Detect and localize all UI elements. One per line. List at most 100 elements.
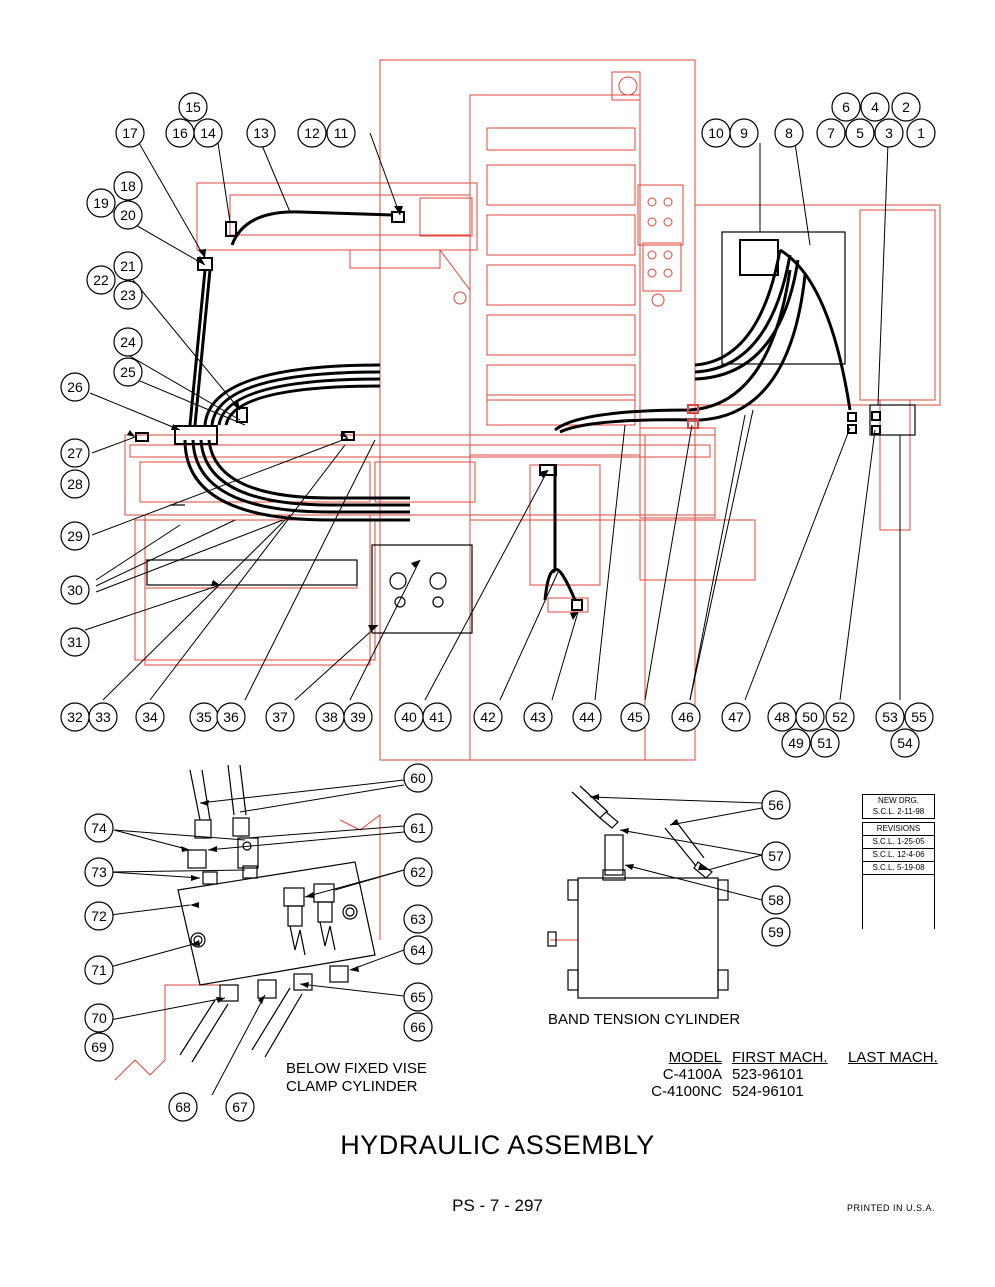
callout-circle: [831, 92, 861, 122]
callout-3: 3: [874, 118, 904, 148]
revision-entry: S.C.L. 1-25-05: [862, 835, 935, 849]
callout-circle: [403, 1012, 433, 1042]
callout-circle: [816, 118, 846, 148]
callout-32: 32: [60, 702, 90, 732]
callout-68: 68: [168, 1092, 198, 1122]
callout-15: 15: [178, 92, 208, 122]
callout-circle: [761, 917, 791, 947]
callout-circle: [671, 702, 701, 732]
callout-53: 53: [875, 702, 905, 732]
callout-number: 58: [768, 892, 784, 908]
page-number: PS - 7 - 297: [452, 1196, 543, 1215]
header-model: MODEL: [668, 1049, 722, 1066]
callout-number: 14: [200, 125, 216, 141]
callout-circle: [781, 728, 811, 758]
callout-circle: [891, 92, 921, 122]
callout-number: 21: [120, 258, 136, 274]
callout-circle: [761, 885, 791, 915]
callout-number: 31: [67, 634, 83, 650]
callout-number: 59: [768, 924, 784, 940]
callout-number: 22: [93, 272, 109, 288]
callout-50: 50: [795, 702, 825, 732]
callout-number: 37: [272, 709, 288, 725]
model-row: C-4100A 523-96101: [630, 1066, 958, 1083]
callout-57: 57: [761, 841, 791, 871]
callout-circle: [60, 438, 90, 468]
callout-number: 13: [253, 125, 269, 141]
callout-52: 52: [825, 702, 855, 732]
callout-number: 3: [885, 125, 893, 141]
callout-circle: [216, 702, 246, 732]
leader-lines: [84, 132, 901, 1096]
callout-circle: [135, 702, 165, 732]
callout-circle: [721, 702, 751, 732]
callout-circle: [904, 702, 934, 732]
drawing-title: HYDRAULIC ASSEMBLY: [340, 1130, 655, 1160]
callout-number: 11: [334, 125, 349, 141]
callout-circle: [84, 1032, 114, 1062]
callout-circle: [620, 702, 650, 732]
callout-circle: [246, 118, 276, 148]
callout-35: 35: [189, 702, 219, 732]
callout-circle: [845, 118, 875, 148]
callout-54: 54: [890, 728, 920, 758]
callout-number: 45: [627, 709, 643, 725]
callout-circle: [84, 955, 114, 985]
callout-circle: [84, 857, 114, 887]
callout-number: 39: [350, 709, 366, 725]
callout-circle: [403, 982, 433, 1012]
callout-number: 4: [871, 99, 879, 115]
callout-circle: [168, 1092, 198, 1122]
callout-7: 7: [816, 118, 846, 148]
callout-number: 62: [410, 864, 426, 880]
callout-number: 67: [232, 1099, 248, 1115]
callout-number: 69: [91, 1039, 107, 1055]
callout-13: 13: [246, 118, 276, 148]
callout-2: 2: [891, 92, 921, 122]
callout-circle: [523, 702, 553, 732]
vise-caption-line1: BELOW FIXED VISE: [286, 1060, 427, 1077]
callout-circle: [473, 702, 503, 732]
callout-4: 4: [860, 92, 890, 122]
callout-56: 56: [761, 790, 791, 820]
callout-71: 71: [84, 955, 114, 985]
callout-number: 2: [902, 99, 910, 115]
callout-number: 15: [185, 99, 201, 115]
first-mach: 523-96101: [732, 1066, 804, 1083]
callout-number: 44: [579, 709, 595, 725]
callout-circle: [115, 118, 145, 148]
callout-16: 16: [165, 118, 195, 148]
callout-circle: [403, 935, 433, 965]
callout-63: 63: [403, 904, 433, 934]
band-tension-caption: BAND TENSION CYLINDER: [548, 1011, 741, 1028]
valve-body: [177, 861, 376, 986]
callout-number: 34: [142, 709, 158, 725]
callout-number: 66: [410, 1019, 426, 1035]
control-valve: [721, 231, 846, 365]
callout-34: 34: [135, 702, 165, 732]
callout-circle: [165, 118, 195, 148]
revision-entry: S.C.L. 12-4-06: [862, 848, 935, 862]
callout-60: 60: [403, 763, 433, 793]
callout-number: 5: [856, 125, 864, 141]
callout-number: 26: [67, 379, 83, 395]
callout-48: 48: [767, 702, 797, 732]
hydraulic-lines: [183, 210, 852, 601]
callout-49: 49: [781, 728, 811, 758]
callout-circle: [113, 200, 143, 230]
callout-number: 68: [175, 1099, 191, 1115]
callout-circle: [178, 92, 208, 122]
callout-59: 59: [761, 917, 791, 947]
callout-circle: [825, 702, 855, 732]
callout-72: 72: [84, 901, 114, 931]
callout-number: 65: [410, 989, 426, 1005]
callout-10: 10: [701, 118, 731, 148]
callout-circle: [113, 280, 143, 310]
callout-circle: [60, 627, 90, 657]
callout-number: 8: [785, 125, 793, 141]
callout-number: 29: [67, 528, 83, 544]
callout-number: 46: [678, 709, 694, 725]
callout-number: 49: [788, 735, 804, 751]
fitting-block: [869, 404, 916, 436]
callout-number: 61: [410, 820, 426, 836]
